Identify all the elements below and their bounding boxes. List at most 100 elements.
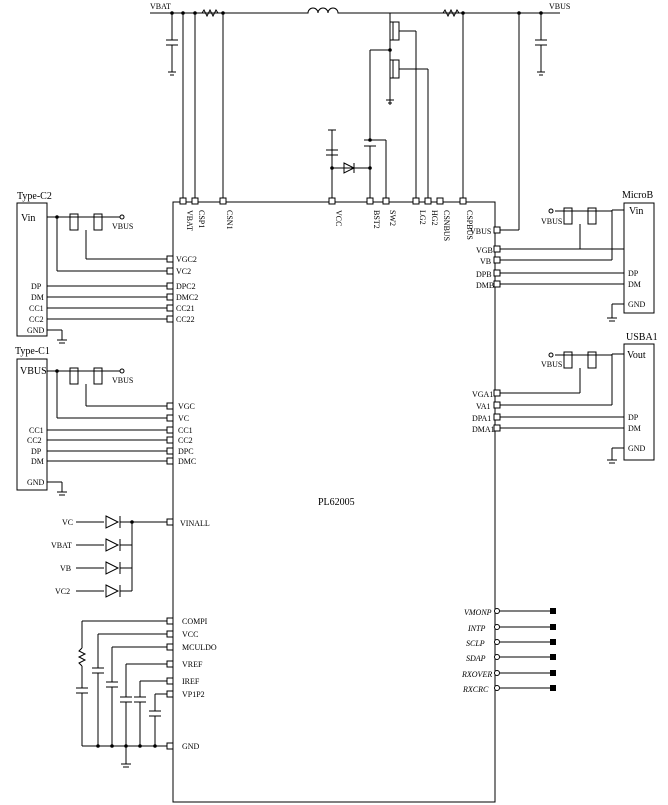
pin-vga1: VGA1 (472, 390, 493, 399)
right-pins-usba (493, 389, 501, 432)
microb-pin-gnd: GND (628, 300, 646, 309)
diode-input-vbat: VBAT (51, 541, 72, 550)
pin-vinall: VINALL (180, 519, 210, 528)
microb-pin-dm: DM (628, 280, 641, 289)
pin-dma1: DMA1 (472, 425, 495, 434)
pin-dpc2: DPC2 (176, 282, 196, 291)
pin-vgc2: VGC2 (176, 255, 197, 264)
misc-rc-network (76, 617, 174, 768)
pin-cc1: CC1 (178, 426, 193, 435)
resistor-icon (201, 8, 219, 18)
pin-sw2: SW2 (388, 210, 397, 226)
mosfet-icon (69, 213, 79, 231)
vbus-rail-label: VBUS (549, 2, 570, 11)
pin-va1: VA1 (476, 402, 491, 411)
usba1-connector (494, 343, 655, 464)
test-point-icon (550, 685, 556, 691)
pin-cc22: CC22 (176, 315, 195, 324)
type-c2-connector (16, 202, 173, 344)
microb-pin-dp: DP (628, 269, 639, 278)
pin-cc21: CC21 (176, 304, 195, 313)
type-c1-pin-dm: DM (31, 457, 44, 466)
type-c1-pin-cc2: CC2 (27, 436, 42, 445)
mosfet-icon (392, 21, 400, 41)
diode-icon (105, 538, 120, 552)
usba1-pin-dp: DP (628, 413, 639, 422)
type-c2-pin-gnd: GND (27, 326, 45, 335)
usba1-pin-gnd: GND (628, 444, 646, 453)
top-power-wiring (150, 7, 560, 231)
chip-name: PL62005 (318, 497, 355, 508)
left-pins-c1 (166, 402, 174, 465)
diode-icon (105, 584, 120, 598)
junction-dots (55, 11, 543, 748)
test-point-icon (550, 624, 556, 630)
pin-vp1p2: VP1P2 (182, 690, 205, 699)
pin-vb: VB (480, 257, 491, 266)
pin-vgc: VGC (178, 402, 195, 411)
pin-vcc-top: VCC (334, 210, 343, 226)
diode-input-vc: VC (62, 518, 73, 527)
diode-input-vc2: VC2 (55, 587, 70, 596)
pin-vmonp: VMONP (464, 608, 492, 617)
usba1-pin-dm: DM (628, 424, 641, 433)
microb-title: MicroB (622, 190, 653, 201)
type-c1-pin-vbus: VBUS (20, 366, 47, 377)
pin-vgb: VGB (476, 246, 493, 255)
pin-vcc: VCC (182, 630, 198, 639)
right-pins-microb (493, 226, 501, 288)
pin-dmc: DMC (178, 457, 196, 466)
pin-gnd: GND (182, 742, 200, 751)
usba1-vbus-label: VBUS (541, 360, 562, 369)
vbat-rail-label: VBAT (150, 2, 171, 11)
microb-connector (494, 202, 655, 322)
type-c2-vbus-label: VBUS (112, 222, 133, 231)
mosfet-icon (587, 351, 597, 369)
diode-icon (105, 561, 120, 575)
pin-dpb: DPB (476, 270, 492, 279)
pin-vc: VC (178, 414, 189, 423)
pin-vc2: VC2 (176, 267, 191, 276)
type-c2-title: Type-C2 (17, 191, 52, 202)
inductor-icon (300, 7, 390, 14)
pin-vref: VREF (182, 660, 203, 669)
pin-lg2: LG2 (418, 210, 427, 225)
mosfet-icon (587, 207, 597, 225)
test-point-icon (550, 670, 556, 676)
pin-dmb: DMB (476, 281, 494, 290)
pin-sdap: SDAP (466, 654, 486, 663)
pin-dpa1: DPA1 (472, 414, 491, 423)
test-point-icon (550, 639, 556, 645)
microb-vbus-label: VBUS (541, 217, 562, 226)
diode-icon (343, 162, 356, 174)
test-point-icon (550, 608, 556, 614)
pin-vbat: VBAT (185, 210, 194, 231)
type-c1-vbus-label: VBUS (112, 376, 133, 385)
mosfet-icon (93, 367, 103, 385)
pin-rxcrc: RXCRC (462, 685, 489, 694)
pin-csp1: CSP1 (197, 210, 206, 228)
mosfet-icon (392, 59, 400, 79)
microb-pin-vin: Vin (629, 206, 643, 217)
type-c1-pin-dp: DP (31, 447, 42, 456)
test-point-icon (550, 654, 556, 660)
type-c2-pin-cc2: CC2 (29, 315, 44, 324)
pin-cc2: CC2 (178, 436, 193, 445)
pin-dmc2: DMC2 (176, 293, 198, 302)
top-pins (179, 197, 467, 205)
pin-dpc: DPC (178, 447, 194, 456)
usba1-pin-vout: Vout (627, 350, 646, 361)
diode-icon (105, 515, 120, 529)
pin-sclp: SCLP (466, 639, 485, 648)
vinall-diode-or (76, 515, 174, 598)
type-c2-pin-dp: DP (31, 282, 42, 291)
pin-hg2: HG2 (430, 210, 439, 226)
io-pins (494, 608, 556, 691)
pin-mculdo: MCULDO (182, 643, 217, 652)
resistor-icon (77, 647, 87, 667)
pin-intp: INTP (467, 624, 485, 633)
resistor-icon (442, 8, 460, 18)
type-c2-pin-vin: Vin (21, 213, 35, 224)
left-pins-c2 (166, 255, 174, 323)
